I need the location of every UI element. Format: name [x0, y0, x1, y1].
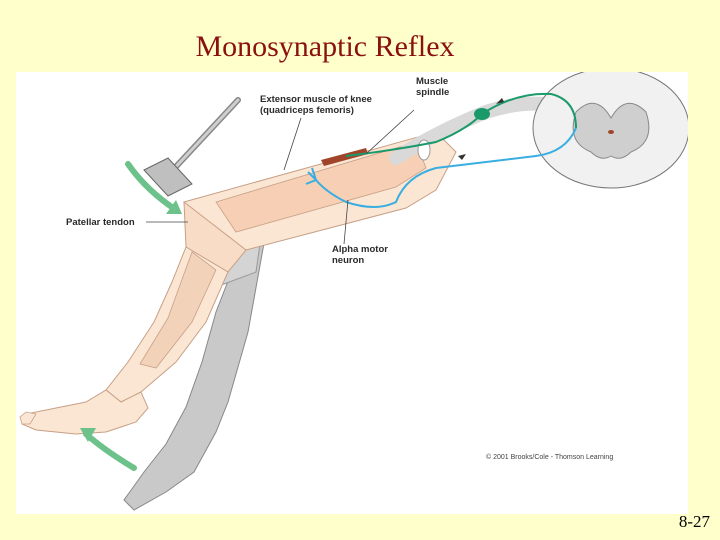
reflex-diagram: Extensor muscle of knee (quadriceps femo… — [16, 72, 688, 514]
alpha-leader — [343, 199, 349, 245]
patellar-tendon-label: Patellar tendon — [66, 217, 135, 228]
alpha-motor-neuron-label: Alpha motor neuron — [332, 244, 388, 266]
central-canal — [608, 130, 614, 134]
kick-arrow — [83, 431, 137, 471]
toes — [19, 411, 37, 425]
muscle-spindle-region — [321, 148, 368, 166]
extensor-leader — [283, 117, 302, 171]
tap-arrow — [125, 161, 179, 213]
reflex-illustration — [19, 72, 688, 511]
foot — [21, 389, 149, 435]
spindle-leader — [365, 109, 415, 155]
muscle-spindle-label: Muscle spindle — [416, 76, 450, 98]
hammer-head — [143, 157, 193, 197]
extensor-muscle-label: Extensor muscle of knee (quadriceps femo… — [260, 94, 372, 116]
motor-neuron — [315, 127, 577, 208]
descending-arrow — [458, 154, 466, 160]
back-leg-sock — [123, 231, 267, 511]
sensory-neuron — [345, 92, 577, 157]
copyright-notice: © 2001 Brooks/Cole - Thomson Learning — [486, 454, 614, 461]
slide-title: Monosynaptic Reflex — [195, 30, 455, 63]
motor-end-plate — [305, 167, 317, 185]
ascending-arrow — [496, 98, 504, 104]
slide-number: 8-27 — [678, 512, 710, 531]
shin-bone — [139, 251, 217, 369]
